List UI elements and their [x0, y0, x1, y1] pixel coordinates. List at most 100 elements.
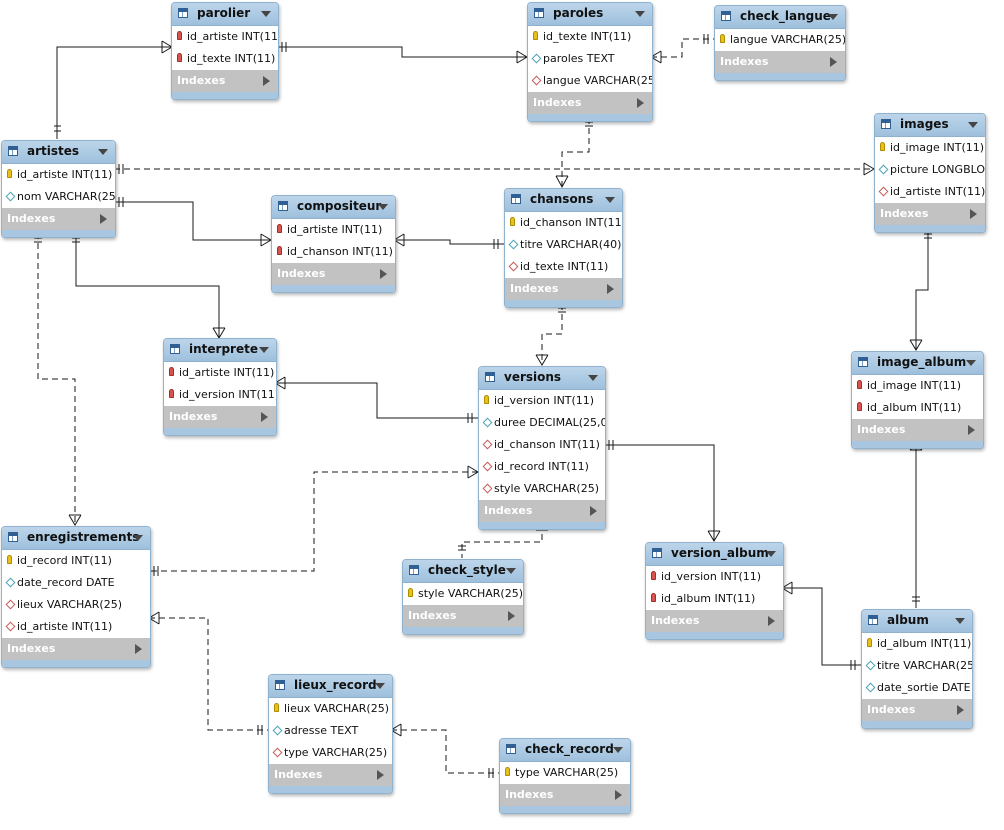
table-header[interactable]: image_album: [852, 352, 983, 375]
column-row[interactable]: paroles TEXT: [528, 48, 652, 70]
column-row[interactable]: id_image INT(11): [875, 137, 985, 159]
column-row[interactable]: id_artiste INT(11): [164, 362, 276, 384]
column-row[interactable]: id_album INT(11): [862, 633, 972, 655]
column-row[interactable]: nom VARCHAR(25): [2, 186, 115, 208]
indexes-section[interactable]: Indexes: [172, 70, 278, 92]
column-row[interactable]: id_artiste INT(11): [2, 616, 150, 638]
collapse-arrow-icon[interactable]: [133, 535, 143, 541]
table-header[interactable]: enregistrements: [2, 527, 150, 550]
column-row[interactable]: id_image INT(11): [852, 375, 983, 397]
expand-arrow-icon[interactable]: [100, 214, 107, 224]
column-row[interactable]: id_record INT(11): [2, 550, 150, 572]
collapse-arrow-icon[interactable]: [588, 375, 598, 381]
column-row[interactable]: type VARCHAR(25): [500, 762, 630, 784]
column-row[interactable]: langue VARCHAR(25): [528, 70, 652, 92]
column-row[interactable]: titre VARCHAR(40): [505, 234, 622, 256]
column-row[interactable]: picture LONGBLOB: [875, 159, 985, 181]
collapse-arrow-icon[interactable]: [766, 551, 776, 557]
collapse-arrow-icon[interactable]: [966, 360, 976, 366]
column-row[interactable]: style VARCHAR(25): [403, 583, 523, 605]
table-header[interactable]: parolier: [172, 3, 278, 26]
column-row[interactable]: date_sortie DATE: [862, 677, 972, 699]
expand-arrow-icon[interactable]: [830, 57, 837, 67]
collapse-arrow-icon[interactable]: [375, 683, 385, 689]
table-header[interactable]: album: [862, 610, 972, 633]
column-row[interactable]: id_chanson INT(11): [272, 241, 395, 263]
expand-arrow-icon[interactable]: [968, 425, 975, 435]
collapse-arrow-icon[interactable]: [968, 122, 978, 128]
expand-arrow-icon[interactable]: [508, 611, 515, 621]
table-header[interactable]: version_album: [646, 543, 783, 566]
expand-arrow-icon[interactable]: [377, 770, 384, 780]
expand-arrow-icon[interactable]: [261, 412, 268, 422]
column-row[interactable]: id_chanson INT(11): [479, 434, 605, 456]
expand-arrow-icon[interactable]: [263, 76, 270, 86]
column-row[interactable]: adresse TEXT: [269, 720, 392, 742]
column-row[interactable]: id_record INT(11): [479, 456, 605, 478]
collapse-arrow-icon[interactable]: [613, 747, 623, 753]
collapse-arrow-icon[interactable]: [259, 347, 269, 353]
indexes-section[interactable]: Indexes: [528, 92, 652, 114]
column-row[interactable]: id_version INT(11): [646, 566, 783, 588]
column-row[interactable]: style VARCHAR(25): [479, 478, 605, 500]
indexes-section[interactable]: Indexes: [479, 500, 605, 522]
expand-arrow-icon[interactable]: [380, 269, 387, 279]
column-row[interactable]: type VARCHAR(25): [269, 742, 392, 764]
table-header[interactable]: check_record: [500, 739, 630, 762]
column-row[interactable]: id_album INT(11): [852, 397, 983, 419]
expand-arrow-icon[interactable]: [768, 616, 775, 626]
column-row[interactable]: duree DECIMAL(25,0): [479, 412, 605, 434]
expand-arrow-icon[interactable]: [607, 284, 614, 294]
indexes-section[interactable]: Indexes: [269, 764, 392, 786]
collapse-arrow-icon[interactable]: [955, 618, 965, 624]
table-header[interactable]: check_style: [403, 560, 523, 583]
collapse-arrow-icon[interactable]: [635, 11, 645, 17]
column-row[interactable]: id_texte INT(11): [505, 256, 622, 278]
indexes-section[interactable]: Indexes: [2, 208, 115, 230]
indexes-section[interactable]: Indexes: [2, 638, 150, 660]
indexes-section[interactable]: Indexes: [852, 419, 983, 441]
table-header[interactable]: versions: [479, 367, 605, 390]
expand-arrow-icon[interactable]: [135, 644, 142, 654]
column-row[interactable]: id_artiste INT(11): [2, 164, 115, 186]
column-row[interactable]: titre VARCHAR(25): [862, 655, 972, 677]
expand-arrow-icon[interactable]: [590, 506, 597, 516]
indexes-section[interactable]: Indexes: [715, 51, 845, 73]
table-header[interactable]: images: [875, 114, 985, 137]
indexes-section[interactable]: Indexes: [875, 203, 985, 225]
column-row[interactable]: lieux VARCHAR(25): [2, 594, 150, 616]
column-row[interactable]: id_artiste INT(11): [172, 26, 278, 48]
column-row[interactable]: lieux VARCHAR(25): [269, 698, 392, 720]
indexes-section[interactable]: Indexes: [505, 278, 622, 300]
indexes-section[interactable]: Indexes: [862, 699, 972, 721]
table-header[interactable]: artistes: [2, 141, 115, 164]
indexes-section[interactable]: Indexes: [500, 784, 630, 806]
expand-arrow-icon[interactable]: [970, 209, 977, 219]
expand-arrow-icon[interactable]: [637, 98, 644, 108]
indexes-section[interactable]: Indexes: [646, 610, 783, 632]
table-header[interactable]: check_langue: [715, 6, 845, 29]
indexes-section[interactable]: Indexes: [403, 605, 523, 627]
expand-arrow-icon[interactable]: [957, 705, 964, 715]
column-row[interactable]: id_album INT(11): [646, 588, 783, 610]
collapse-arrow-icon[interactable]: [378, 204, 388, 210]
column-row[interactable]: date_record DATE: [2, 572, 150, 594]
column-row[interactable]: id_texte INT(11): [528, 26, 652, 48]
column-row[interactable]: id_artiste INT(11): [272, 219, 395, 241]
table-header[interactable]: paroles: [528, 3, 652, 26]
collapse-arrow-icon[interactable]: [98, 149, 108, 155]
